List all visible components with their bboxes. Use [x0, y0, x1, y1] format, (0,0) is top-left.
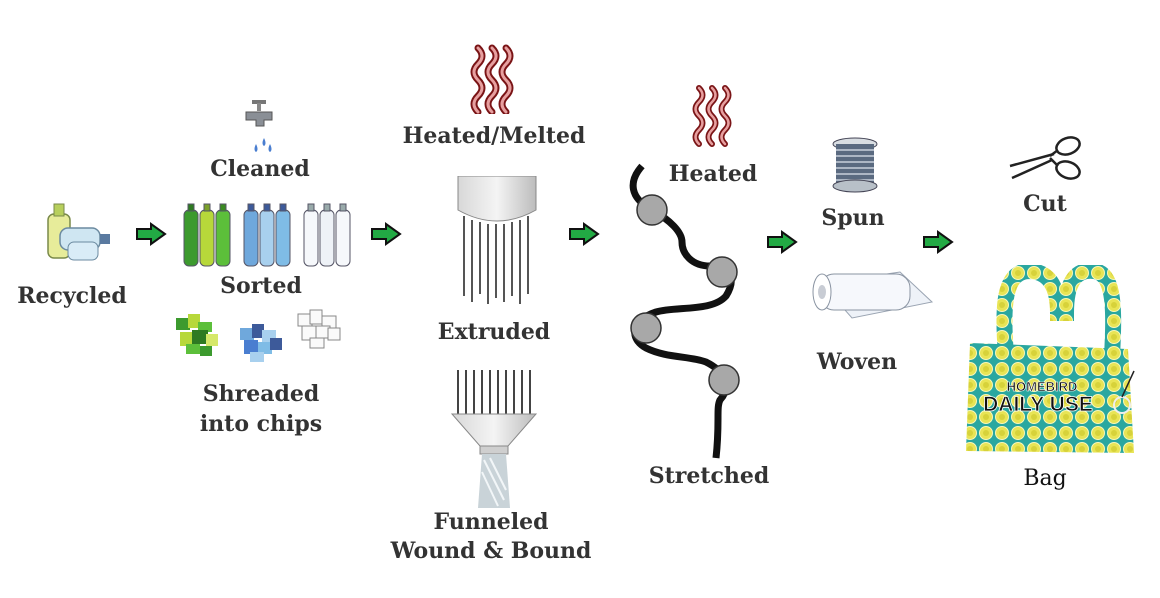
funnel-icon: [450, 370, 540, 510]
tote-bag-icon: HOMEBIRD DAILY USE: [962, 265, 1140, 457]
right-arrow-icon: [766, 230, 798, 254]
plastic-chips-icon: [170, 308, 355, 366]
label-sorted: Sorted: [220, 273, 302, 299]
label-extruded: Extruded: [437, 319, 551, 345]
label-cut: Cut: [1023, 191, 1067, 217]
right-arrow-icon: [135, 222, 167, 246]
label-shredded-line1: Shreaded: [202, 381, 320, 407]
label-woven: Woven: [816, 349, 898, 375]
faucet-icon: [242, 98, 282, 156]
right-arrow-icon: [568, 222, 600, 246]
label-spun: Spun: [821, 205, 885, 231]
right-arrow-icon: [370, 222, 402, 246]
label-recycled: Recycled: [17, 283, 127, 309]
label-shredded-line2: into chips: [199, 411, 323, 437]
label-funneled-line1: Funneled: [433, 509, 549, 535]
bag-brand: HOMEBIRD: [1007, 379, 1078, 394]
label-cleaned: Cleaned: [210, 156, 310, 182]
bag-tagline: DAILY USE: [983, 393, 1093, 416]
label-heated: Heated: [668, 161, 758, 187]
rollers-icon: [626, 162, 756, 462]
extruder-icon: [452, 176, 542, 306]
sorted-bottles-icon: [180, 200, 355, 270]
label-funneled-line2: Wound & Bound: [390, 538, 592, 564]
fabric-roll-icon: [808, 268, 934, 328]
bottles-icon: [42, 198, 116, 268]
heat-waves-icon: [470, 44, 522, 114]
label-bag: Bag: [1023, 466, 1067, 491]
scissors-icon: [1006, 134, 1086, 184]
label-stretched: Stretched: [648, 463, 770, 489]
heat-waves-icon: [692, 84, 738, 150]
right-arrow-icon: [922, 230, 954, 254]
spool-icon: [830, 136, 880, 194]
label-heated-melted: Heated/Melted: [402, 123, 586, 149]
